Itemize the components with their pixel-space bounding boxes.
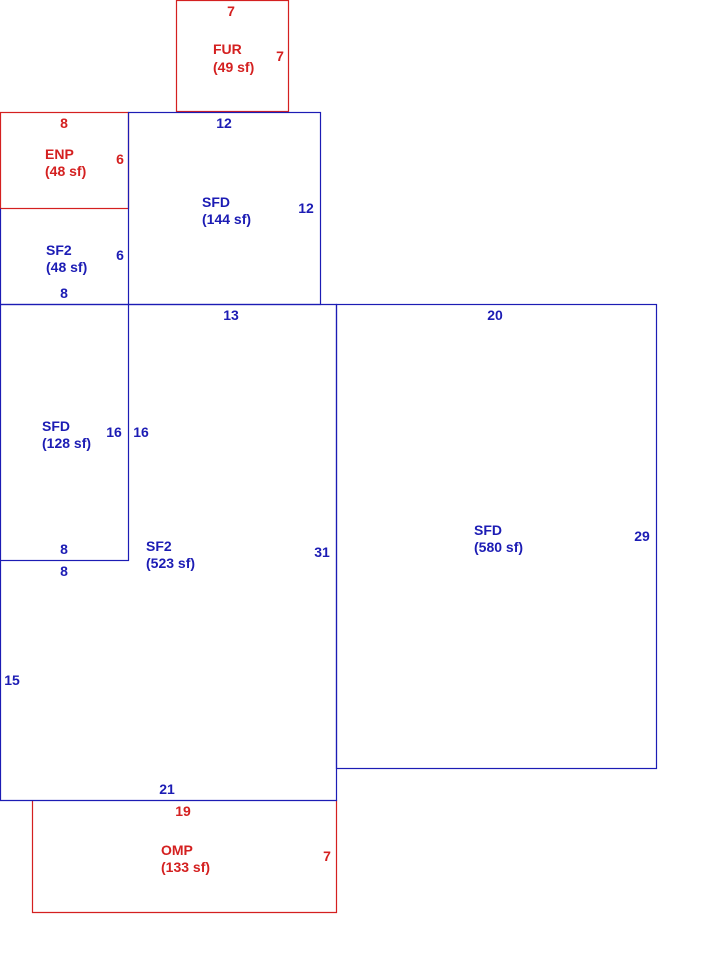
omp-area: (133 sf) — [161, 859, 210, 875]
sf2-main-top-dimension: 13 — [223, 307, 239, 323]
sf2-main-inner-bottom-dimension: 8 — [60, 563, 68, 579]
fur-top-dimension: 7 — [227, 3, 235, 19]
sfd-right-name: SFD — [474, 522, 502, 538]
enp-top-dimension: 8 — [60, 115, 68, 131]
omp-outline — [31, 800, 338, 914]
sf2-small-right-dimension: 6 — [116, 247, 124, 263]
sf2-main-right-dimension: 31 — [314, 544, 330, 560]
sf2-main-name: SF2 — [146, 538, 172, 554]
sfd-upper-right-dimension: 12 — [298, 200, 314, 216]
fur-right-dimension: 7 — [276, 48, 284, 64]
enp-area: (48 sf) — [45, 163, 86, 179]
omp-right-dimension: 7 — [323, 848, 331, 864]
sf2-small-area: (48 sf) — [46, 259, 87, 275]
sfd-left-outline — [0, 303, 130, 562]
enp-name: ENP — [45, 146, 74, 162]
omp-name: OMP — [161, 842, 193, 858]
sfd-left-area: (128 sf) — [42, 435, 91, 451]
sf2-main-inner-left-dimension: 16 — [133, 424, 149, 440]
fur-outline — [175, 0, 290, 113]
sfd-upper-name: SFD — [202, 194, 230, 210]
sfd-right-outline — [335, 303, 658, 770]
fur-name: FUR — [213, 41, 242, 57]
fur-area: (49 sf) — [213, 59, 254, 75]
sfd-upper-top-dimension: 12 — [216, 115, 232, 131]
sf2-main-area: (523 sf) — [146, 555, 195, 571]
sfd-upper-area: (144 sf) — [202, 211, 251, 227]
sf2-main-left-dimension: 15 — [4, 672, 20, 688]
sfd-left-bottom-dimension: 8 — [60, 541, 68, 557]
enp-right-dimension: 6 — [116, 151, 124, 167]
sf2-small-name: SF2 — [46, 242, 72, 258]
sf2-main-outline — [0, 303, 338, 802]
sf2-small-bottom-dimension: 8 — [60, 285, 68, 301]
omp-top-dimension: 19 — [175, 803, 191, 819]
sfd-left-right-dimension: 16 — [106, 424, 122, 440]
sfd-left-name: SFD — [42, 418, 70, 434]
sfd-right-right-dimension: 29 — [634, 528, 650, 544]
sfd-right-top-dimension: 20 — [487, 307, 503, 323]
sfd-right-area: (580 sf) — [474, 539, 523, 555]
sf2-main-bottom-dimension: 21 — [159, 781, 175, 797]
